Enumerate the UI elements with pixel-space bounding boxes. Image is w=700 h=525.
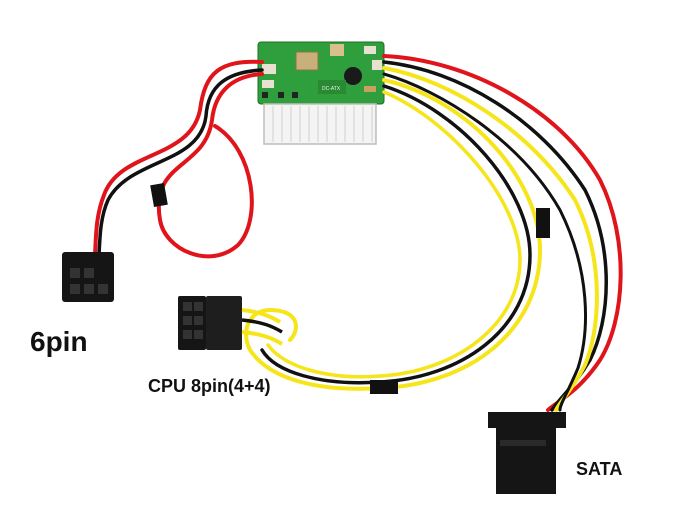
sata-connector (488, 412, 566, 494)
wire-loop-6pin (93, 59, 264, 259)
wire-harness-cpu (244, 78, 550, 394)
label-6pin: 6pin (30, 326, 88, 357)
label-cpu-8pin: CPU 8pin(4+4) (148, 376, 271, 396)
label-sata: SATA (576, 459, 623, 479)
wire-harness-sata (382, 54, 623, 412)
atx-24pin-connector (263, 103, 377, 145)
pcb-board: DC-ATX (257, 41, 385, 105)
cpu-8pin-connector (178, 296, 284, 350)
svg-text:DC-ATX: DC-ATX (322, 86, 341, 92)
6pin-connector (62, 252, 114, 302)
